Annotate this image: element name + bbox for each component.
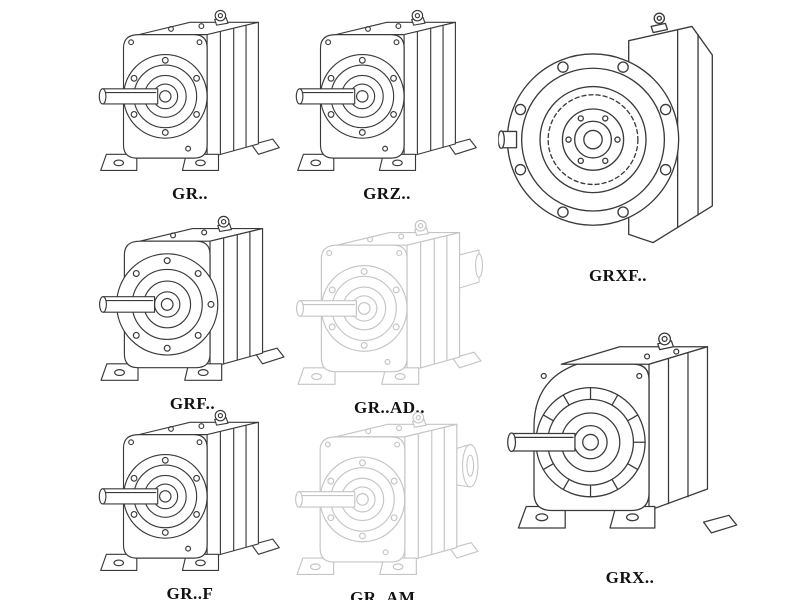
model-label-grz: GRZ.. — [363, 184, 411, 203]
model-label-gram: GR..AM.. — [350, 588, 425, 600]
model-label-grfoot: GR..F — [166, 584, 214, 600]
model-label-gr: GR.. — [172, 184, 208, 203]
model-label-grad: GR..AD.. — [353, 398, 426, 417]
model-label-grx: GRX.. — [605, 568, 655, 587]
model-label-grf: GRF.. — [169, 394, 216, 413]
gearbox-drawing-gr — [95, 6, 285, 182]
model-label-grxf: GRXF.. — [588, 266, 648, 285]
gearbox-drawing-grf — [95, 212, 290, 392]
figure-grfoot: GR..F — [95, 406, 285, 600]
gearbox-drawing-grad — [292, 216, 483, 396]
figure-grf: GRF.. — [95, 212, 290, 414]
figure-grx: GRX.. — [500, 298, 760, 588]
gearbox-drawing-grfoot — [95, 406, 285, 582]
figure-grz: GRZ.. — [292, 6, 482, 204]
gearbox-drawing-grx — [500, 298, 760, 566]
figure-grad: GR..AD.. — [292, 216, 487, 418]
gearbox-drawing-grxf — [498, 4, 738, 264]
gearbox-drawing-grz — [292, 6, 482, 182]
figure-grxf: GRXF.. — [498, 4, 738, 286]
figure-gram: GR..AM.. — [290, 408, 485, 600]
gearbox-drawing-gram — [290, 408, 485, 586]
figure-gr: GR.. — [95, 6, 285, 204]
